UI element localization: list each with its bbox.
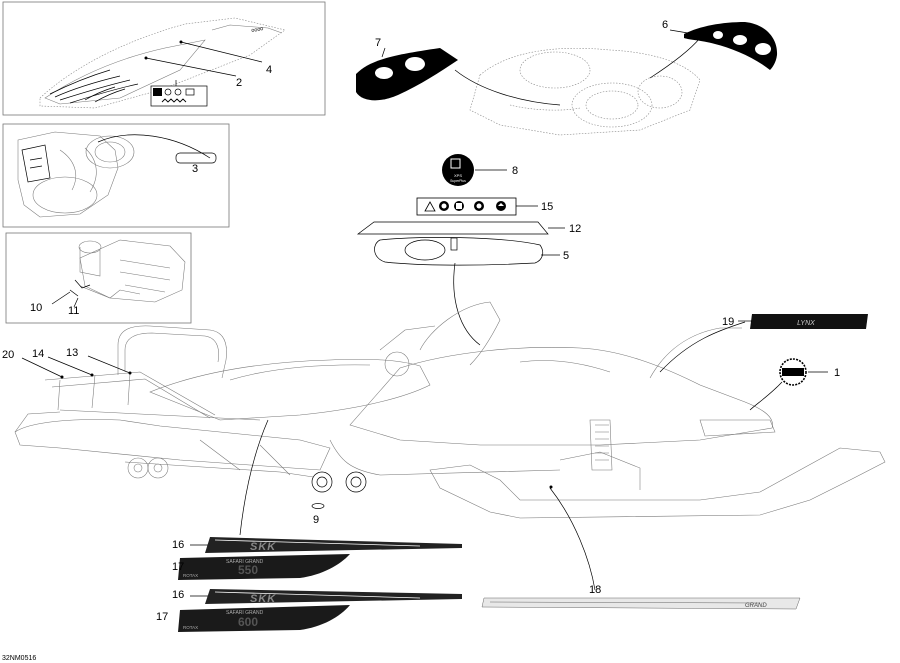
decal-15: 15 <box>416 197 553 216</box>
callout-16-top: 16 <box>172 539 184 551</box>
svg-text:SAFARI GRAND: SAFARI GRAND <box>226 610 264 616</box>
svg-text:ROTAX: ROTAX <box>183 573 198 578</box>
svg-text:550: 550 <box>238 563 258 577</box>
inset-reservoir: 10 11 <box>5 232 192 324</box>
callout-19: 19 <box>722 316 734 328</box>
callout-13: 13 <box>66 347 78 359</box>
decal-18: GRAND 18 <box>481 584 801 610</box>
callout-8: 8 <box>512 165 518 177</box>
callout-10: 10 <box>30 302 42 314</box>
inset-seat-decal: ᵒᵒᵒᵒ 2 4 <box>2 1 326 116</box>
decal-7: 7 <box>356 37 561 106</box>
svg-text:ROTAX: ROTAX <box>183 625 198 630</box>
decal-6: 6 <box>649 19 778 79</box>
callout-4: 4 <box>266 64 272 76</box>
decal-8: XPS SuperPlus 8 <box>442 154 518 186</box>
callout-1: 1 <box>834 367 840 379</box>
svg-text:GRAND: GRAND <box>745 603 767 609</box>
headlight-ghost <box>469 47 701 136</box>
inset-gauge-housing: 3 <box>2 123 230 228</box>
gauge-lens-5: 5 <box>374 237 569 346</box>
decal-17-top: 550 SAFARI GRAND ROTAX 17 <box>172 554 350 580</box>
svg-text:XPS: XPS <box>454 173 462 178</box>
decal-19: LYNX 19 <box>659 314 868 373</box>
svg-text:SuperPlus: SuperPlus <box>450 179 466 183</box>
callout-17-bottom: 17 <box>156 611 168 623</box>
callout-3: 3 <box>192 163 198 175</box>
svg-text:SKK: SKK <box>250 593 276 605</box>
snowmobile-outline <box>14 301 886 519</box>
callout-11: 11 <box>68 305 79 317</box>
callout-18: 18 <box>589 584 601 596</box>
svg-text:SAFARI GRAND: SAFARI GRAND <box>226 559 264 565</box>
decal-1: 1 <box>749 358 840 411</box>
callout-14: 14 <box>32 348 44 360</box>
svg-text:SKK: SKK <box>250 541 276 553</box>
part-9: 9 <box>311 503 325 526</box>
decal-16-bottom: SKK 16 <box>172 589 462 605</box>
callout-7: 7 <box>375 37 381 49</box>
svg-text:LYNX: LYNX <box>797 320 815 327</box>
callout-12: 12 <box>569 223 581 235</box>
rack-labels: 20 14 13 <box>2 347 132 379</box>
callout-17-top: 17 <box>172 561 184 573</box>
svg-text:ᵒᵒᵒᵒ: ᵒᵒᵒᵒ <box>251 25 264 36</box>
callout-15: 15 <box>541 201 553 213</box>
decal-16-top: SKK 16 <box>172 537 462 553</box>
drawing-code: 32NM0516 <box>2 655 36 662</box>
callout-5: 5 <box>563 250 569 262</box>
svg-text:600: 600 <box>238 615 258 629</box>
decal-12: 12 <box>356 221 581 235</box>
callout-6: 6 <box>662 19 668 31</box>
callout-16-bottom: 16 <box>172 589 184 601</box>
callout-20: 20 <box>2 349 14 361</box>
callout-2: 2 <box>236 77 242 89</box>
callout-9: 9 <box>313 514 319 526</box>
decal-17-bottom: 600 SAFARI GRAND ROTAX 17 <box>156 605 350 632</box>
